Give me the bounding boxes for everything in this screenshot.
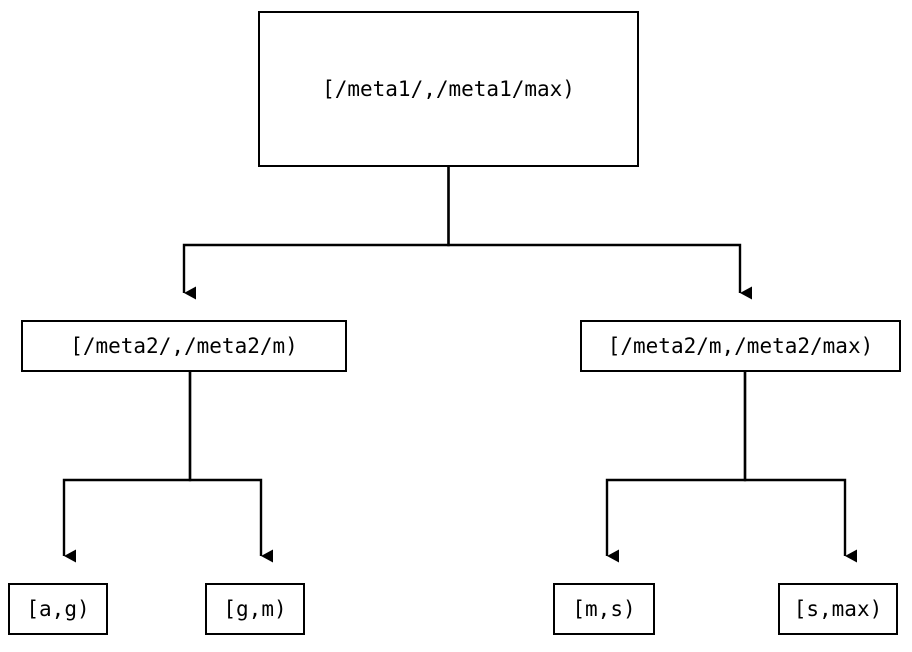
tree-node-mid-left[interactable]: [/meta2/,/meta2/m) — [21, 320, 347, 372]
tree-node-root-label: [/meta1/,/meta1/max) — [322, 76, 575, 101]
edge-root-to-mid-right — [447, 167, 752, 300]
edge-mid-left-to-leaf-1 — [62, 372, 192, 563]
tree-node-mid-left-label: [/meta2/,/meta2/m) — [70, 333, 298, 358]
edge-mid-right-to-leaf-3 — [605, 372, 747, 563]
tree-node-leaf-3[interactable]: [m,s) — [553, 583, 655, 635]
tree-node-leaf-4-label: [s,max) — [793, 596, 883, 621]
tree-node-leaf-2-label: [g,m) — [223, 596, 287, 621]
tree-node-leaf-2[interactable]: [g,m) — [205, 583, 305, 635]
edge-root-to-mid-left — [182, 167, 450, 300]
tree-node-mid-right-label: [/meta2/m,/meta2/max) — [607, 333, 874, 358]
tree-node-leaf-1-label: [a,g) — [26, 596, 90, 621]
edge-mid-left-to-leaf-2 — [188, 372, 273, 563]
tree-node-leaf-3-label: [m,s) — [572, 596, 636, 621]
tree-node-root[interactable]: [/meta1/,/meta1/max) — [258, 11, 639, 167]
tree-node-leaf-4[interactable]: [s,max) — [778, 583, 898, 635]
tree-node-mid-right[interactable]: [/meta2/m,/meta2/max) — [580, 320, 901, 372]
edge-mid-right-to-leaf-4 — [743, 372, 857, 563]
tree-node-leaf-1[interactable]: [a,g) — [8, 583, 108, 635]
